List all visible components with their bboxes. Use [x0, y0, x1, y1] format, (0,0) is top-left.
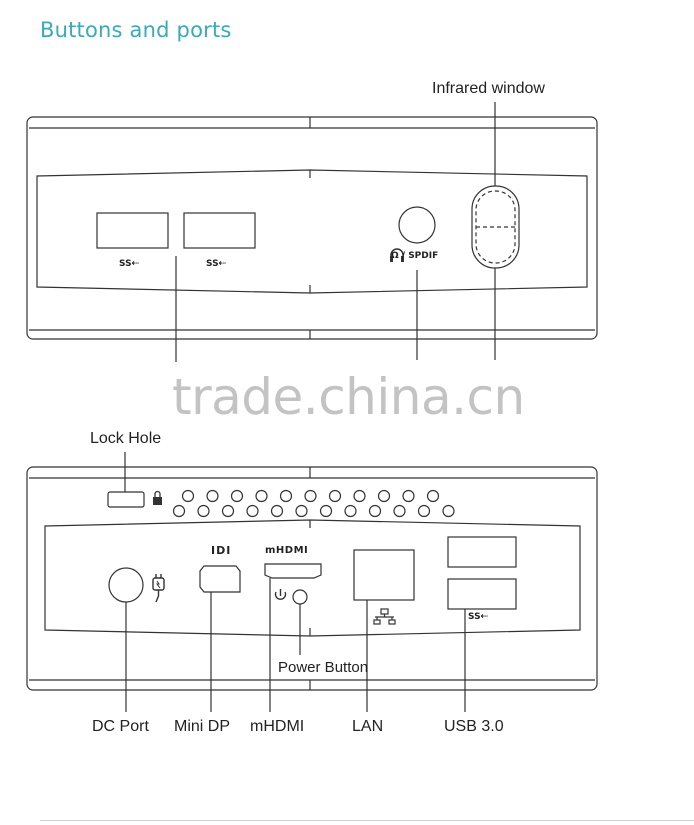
usb30-label: USB 3.0	[444, 718, 504, 735]
lan-port	[353, 549, 415, 601]
headphone-icon	[390, 248, 404, 262]
rear-leader-lines	[124, 452, 466, 712]
vent-holes	[172, 489, 455, 518]
vent-hole	[246, 504, 259, 518]
usb-logo-icon: SS⇠	[119, 259, 140, 269]
lan-icon	[373, 608, 396, 625]
vent-hole	[377, 489, 391, 503]
dc-port	[108, 567, 144, 603]
dc-port-label: DC Port	[92, 718, 149, 735]
vent-hole	[206, 489, 219, 503]
mhdmi-port	[264, 563, 322, 579]
vent-hole	[393, 504, 406, 518]
power-button-label: Power Button	[278, 659, 369, 676]
vent-hole	[319, 504, 333, 518]
front-usb-port-2	[183, 212, 256, 249]
usb-logo-icon: SS⇠	[206, 259, 227, 269]
rear-usb-port-1	[447, 536, 517, 568]
vent-hole	[279, 489, 293, 503]
vent-hole	[426, 489, 440, 503]
vent-hole	[328, 489, 342, 503]
mini-dp-logo: IDI	[211, 544, 232, 557]
vent-hole	[255, 489, 268, 503]
vent-hole	[181, 489, 195, 503]
lock-hole	[107, 491, 145, 508]
lock-hole-label: Lock Hole	[90, 430, 162, 447]
infrared-window-label: Infrared window	[432, 80, 545, 97]
usb-logo-icon: SS⇠	[468, 612, 489, 622]
vent-hole	[402, 489, 415, 503]
front-panel	[26, 116, 598, 340]
audio-jack	[398, 206, 436, 244]
vent-hole	[442, 504, 455, 518]
lock-icon	[153, 490, 162, 505]
front-usb-port-1	[96, 212, 169, 249]
vent-hole	[417, 504, 431, 518]
page-title: Buttons and ports	[40, 18, 232, 42]
vent-hole	[304, 489, 317, 503]
lan-label: LAN	[352, 718, 384, 735]
watermark: trade.china.cn	[172, 368, 525, 426]
mini-dp-port	[199, 565, 241, 593]
vent-hole	[344, 504, 357, 518]
vent-hole	[270, 504, 284, 518]
rear-panel	[26, 466, 598, 691]
rear-usb-port-2	[447, 578, 517, 610]
vent-hole	[368, 504, 382, 518]
vent-hole	[221, 504, 235, 518]
vent-hole	[353, 489, 366, 503]
infrared-window-inner	[475, 190, 516, 264]
front-bezel	[36, 169, 588, 294]
mhdmi-label: mHDMI	[250, 718, 305, 735]
vent-hole	[172, 504, 186, 518]
front-leader-lines	[175, 102, 496, 362]
vent-hole	[230, 489, 244, 503]
audio-spdif-label: Ω / SPDIF	[391, 251, 439, 261]
mhdmi-logo: mHDMI	[265, 545, 309, 556]
power-button	[292, 589, 308, 605]
vent-hole	[197, 504, 210, 518]
front-chassis	[26, 116, 598, 340]
mini-dp-label: Mini DP	[174, 718, 231, 735]
dc-plug-icon	[152, 574, 165, 603]
bottom-divider	[40, 820, 694, 821]
power-icon	[274, 589, 287, 600]
rear-chassis	[26, 466, 598, 691]
vent-hole	[295, 504, 308, 518]
